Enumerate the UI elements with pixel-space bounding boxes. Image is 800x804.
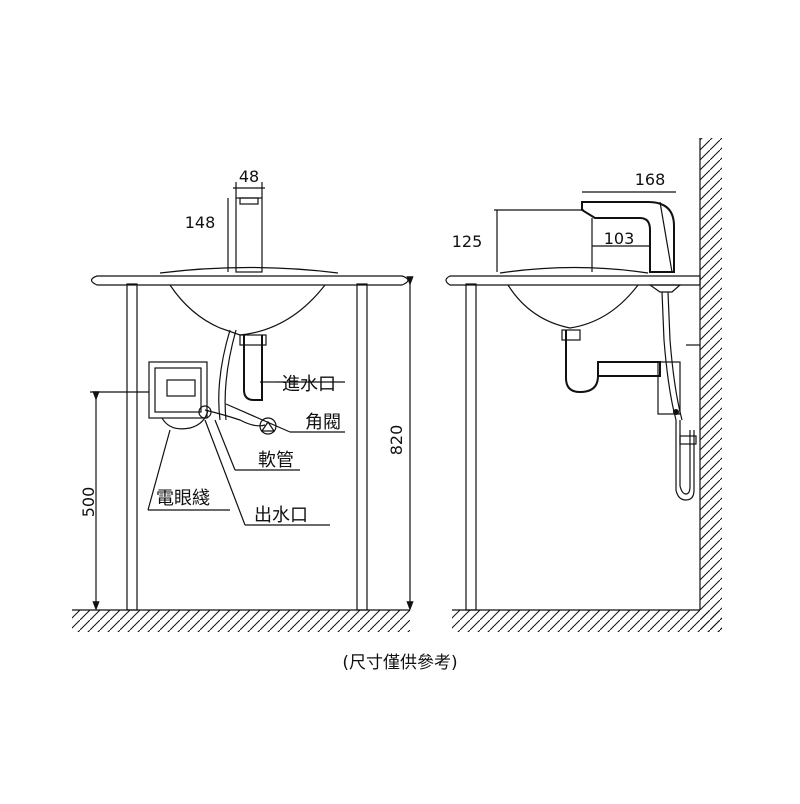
angle-valve-handle — [260, 420, 276, 432]
front-faucet-body — [235, 197, 263, 273]
control-box-window — [166, 379, 196, 397]
leader-outlet — [204, 419, 246, 526]
front-floor-hatch — [72, 610, 410, 632]
side-drain-nut — [561, 329, 581, 341]
side-hose-loop-2 — [679, 420, 691, 495]
dim-side-height: 125 — [452, 232, 483, 251]
leader-hose — [214, 419, 236, 471]
side-mount — [648, 284, 682, 293]
dim-sensor-height: 500 — [79, 487, 98, 518]
dim-side-reach: 168 — [635, 170, 666, 189]
front-drain-trap — [243, 335, 263, 401]
control-box — [148, 361, 208, 419]
leader-cable — [147, 429, 171, 511]
front-countertop — [90, 275, 409, 286]
label-outlet: 出水口 — [254, 505, 308, 526]
leader-valve — [225, 403, 291, 433]
side-faucet-profile — [581, 201, 675, 273]
front-faucet-spout — [239, 197, 259, 205]
size-note: (尺寸僅供參考) — [342, 653, 457, 673]
front-basin-bowl — [169, 284, 326, 336]
control-box-frame — [154, 367, 202, 413]
side-floor-hatch — [452, 610, 722, 632]
dim-counter-height: 820 — [387, 425, 406, 456]
side-view: 168 125 103 — [445, 138, 722, 632]
front-right-leg — [356, 283, 368, 611]
side-angle-valve — [679, 435, 697, 445]
front-supply-hose — [218, 329, 231, 421]
side-basin-bowl — [507, 284, 639, 329]
control-box-bottom — [161, 409, 209, 430]
front-left-leg — [126, 283, 138, 611]
dim-side-spout-height: 103 — [604, 229, 635, 248]
side-wall-hatch — [700, 138, 722, 632]
side-countertop — [445, 275, 701, 286]
label-angle-valve: 角閥 — [305, 412, 341, 433]
dim-faucet-height: 148 — [185, 213, 216, 232]
side-hose-connector — [673, 409, 679, 415]
dim-faucet-width: 48 — [239, 167, 259, 186]
side-leg — [465, 283, 477, 611]
front-drain-nut — [239, 334, 267, 346]
side-faucet-highlight — [659, 201, 673, 273]
front-flex-hose — [204, 409, 266, 427]
label-inlet: 進水口 — [282, 374, 336, 395]
label-hose: 軟管 — [258, 450, 294, 471]
front-supply-hose-2 — [224, 329, 237, 421]
front-view: 48 148 進水口 角閥 軟管 電眼綫 出水口 — [72, 167, 414, 632]
front-basin-rim — [159, 266, 339, 274]
front-hose-connector — [198, 405, 212, 419]
side-control-box — [657, 361, 681, 415]
label-sensor-cable: 電眼綫 — [156, 488, 210, 509]
side-basin-rim — [499, 266, 649, 274]
side-drain-trap — [565, 330, 661, 394]
side-hose-loop — [675, 420, 695, 501]
side-hose-main-2 — [667, 291, 683, 421]
